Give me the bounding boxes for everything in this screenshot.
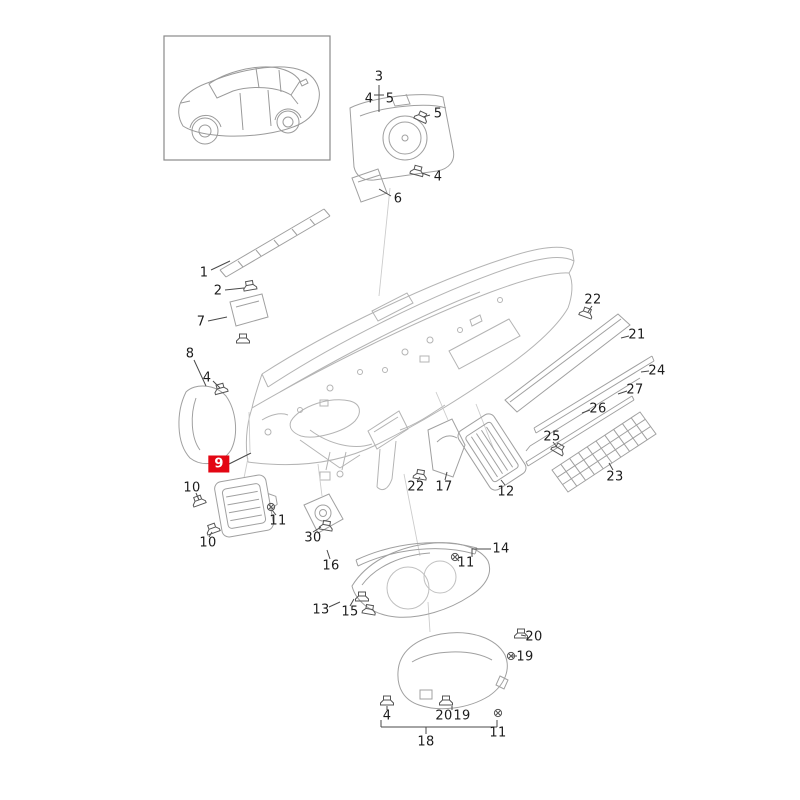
- part-6-trim: [351, 168, 388, 203]
- screw-icon: [493, 708, 503, 718]
- dashboard-assembly: [245, 246, 575, 491]
- part-26-strip: [525, 395, 635, 467]
- part-1-trim-strip: [219, 208, 331, 278]
- part-14-strip: [355, 542, 478, 567]
- clip-icon: [578, 305, 595, 320]
- car-illustration: [178, 66, 320, 145]
- part-7-bracket: [229, 293, 269, 327]
- part-16-bezel: [303, 493, 344, 534]
- part-12-side-vent: [457, 413, 527, 491]
- part-18-lower-panel: [397, 632, 509, 710]
- clip-icon: [380, 695, 394, 706]
- part-24-strip: [533, 355, 655, 434]
- clip-icon: [355, 591, 369, 602]
- part-9-air-vent: [214, 474, 278, 538]
- part-23-mat: [551, 411, 657, 493]
- alignment-lines: [243, 187, 495, 633]
- clip-icon: [242, 279, 258, 292]
- part-21-trim-strip: [504, 313, 631, 413]
- part-27-rod: [525, 377, 641, 452]
- clip-icon: [236, 333, 250, 344]
- clip-icon: [204, 521, 221, 536]
- cluster-gauges: [386, 560, 457, 610]
- clip-icon: [413, 109, 430, 124]
- fasteners: [190, 109, 595, 718]
- clip-icon: [190, 493, 207, 508]
- clip-icon: [514, 628, 528, 639]
- clip-icon: [361, 603, 377, 616]
- clip-icon: [439, 695, 453, 706]
- clip-icon: [412, 468, 428, 481]
- car-thumbnail-box: [163, 35, 331, 161]
- part-17-bracket: [427, 418, 466, 478]
- part-8-side-cover: [178, 385, 237, 465]
- part-13-15-lower-cover: [351, 542, 491, 618]
- leader-lines: [193, 85, 650, 734]
- part-3-speaker-cover: [349, 93, 455, 181]
- screw-icon: [450, 552, 460, 562]
